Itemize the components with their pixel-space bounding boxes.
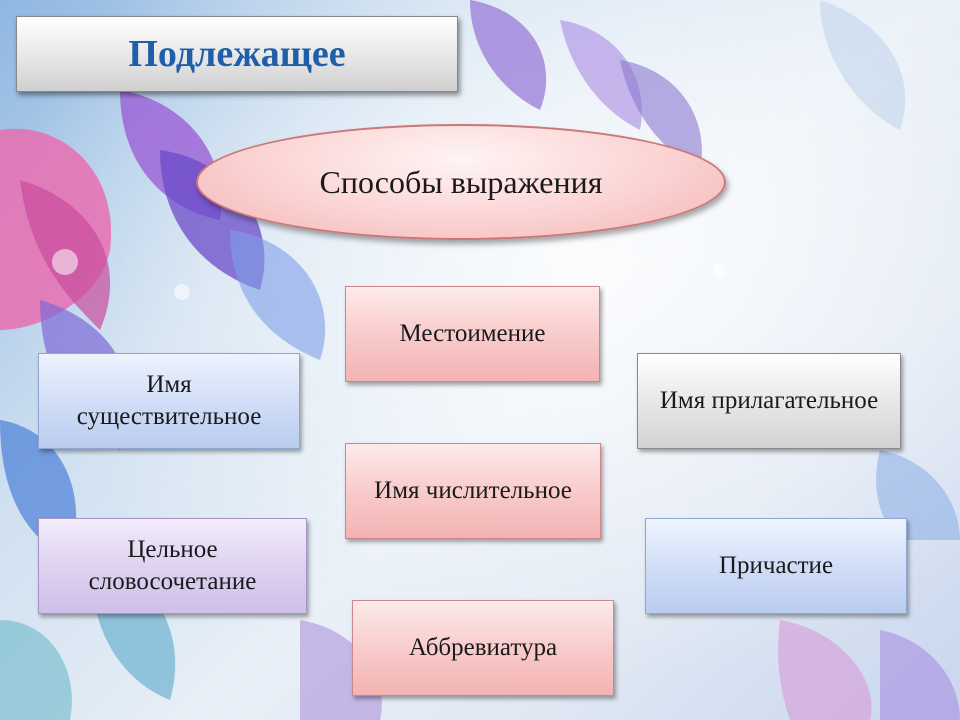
title-box: Подлежащее bbox=[16, 16, 458, 92]
box-adjective-label: Имя прилагательное bbox=[659, 386, 879, 414]
box-abbreviation-label: Аббревиатура bbox=[408, 633, 558, 661]
slide-title: Подлежащее bbox=[128, 33, 346, 75]
box-adjective: Имя прилагательное bbox=[637, 353, 901, 449]
box-numeral-label: Имя числительное bbox=[374, 476, 572, 504]
box-pronoun-label: Местоимение bbox=[399, 319, 546, 347]
box-pronoun: Местоимение bbox=[345, 286, 600, 382]
center-label: Способы выражения bbox=[319, 163, 603, 200]
box-numeral: Имя числительное bbox=[345, 443, 601, 539]
box-noun: Имя существительное bbox=[38, 353, 300, 449]
box-participle-label: Причастие bbox=[718, 551, 834, 579]
box-phrase-label: Цельное словосочетание bbox=[88, 535, 257, 596]
box-participle: Причастие bbox=[645, 518, 907, 614]
box-noun-label: Имя существительное bbox=[76, 370, 262, 431]
box-phrase: Цельное словосочетание bbox=[38, 518, 307, 614]
box-abbreviation: Аббревиатура bbox=[352, 600, 614, 696]
center-ellipse: Способы выражения bbox=[196, 124, 726, 240]
